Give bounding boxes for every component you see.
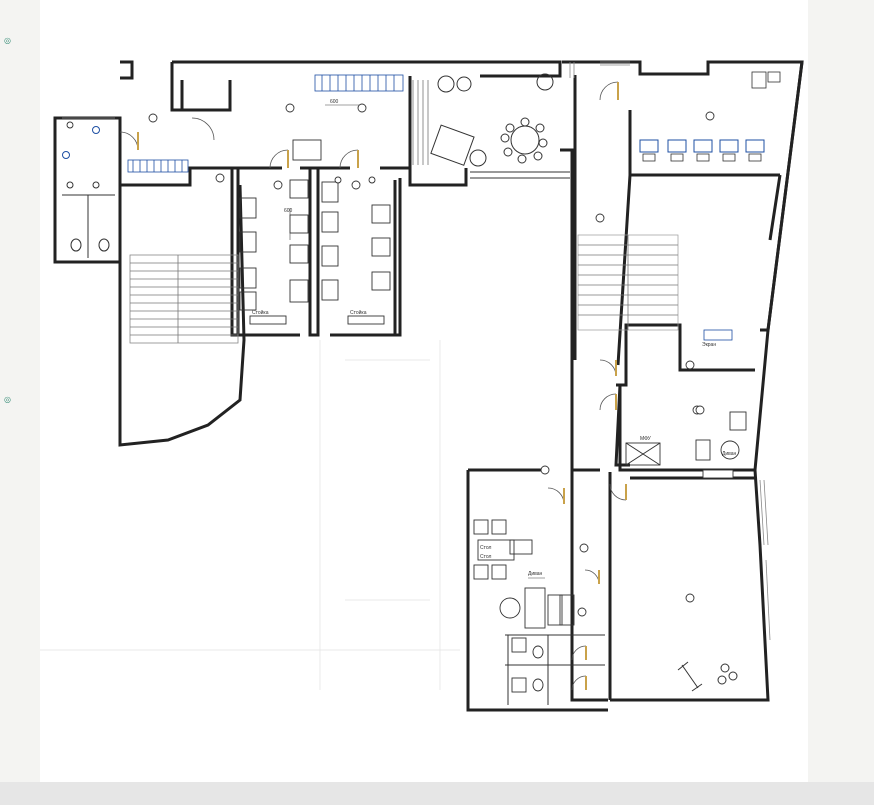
workstations-chairs: [642, 71, 781, 162]
small-stair: [412, 80, 429, 165]
sink-icon: [511, 637, 527, 653]
sink-icon: [92, 126, 100, 134]
bottom-strip: [0, 782, 874, 805]
kitchen-room: [473, 519, 605, 705]
door-swing-icon: [191, 117, 215, 141]
windows: [62, 61, 771, 641]
dimension-lines: [289, 104, 545, 579]
guide-lines: [40, 340, 460, 690]
sink-icon: [62, 151, 70, 159]
edge-mark-icon: ◎: [4, 36, 11, 45]
desk-label: Стол: [480, 554, 492, 560]
light-fixture-icon: [66, 181, 74, 189]
plant-icon: [456, 76, 472, 92]
office-mid-desks: [321, 176, 391, 325]
wc-block-left: [62, 126, 115, 258]
right-staircase: [577, 234, 679, 331]
lounge-room: [625, 405, 747, 479]
paper-sheet: [40, 0, 808, 782]
washing-machine-icon: [499, 597, 521, 619]
ceiling-lights: [66, 103, 715, 617]
meeting-area: [430, 73, 570, 179]
right-wing-walls: [466, 60, 804, 712]
toilet-icon: [70, 238, 82, 252]
workstations-row: [639, 139, 765, 153]
doors: [119, 81, 627, 691]
toilet-icon: [532, 645, 544, 659]
edge-mark-icon: ◎: [4, 395, 11, 404]
desk-chair-icon: [239, 197, 257, 219]
round-table-icon: [510, 125, 540, 155]
main-hall: [677, 594, 738, 692]
copier-label: МФУ: [640, 436, 652, 442]
radiators: [127, 74, 733, 341]
toilet-icon: [532, 678, 544, 692]
plan-labels: Стол Стол Диван МФУ 600 600 Стойка Стойк…: [252, 99, 737, 577]
exterior-walls: [53, 60, 562, 447]
door-leaves: [137, 82, 627, 690]
door-swing-icon: [269, 149, 289, 169]
dimension-label: 600: [330, 99, 339, 105]
plant-icon: [469, 149, 487, 167]
office-left-desks: [239, 139, 322, 325]
sofa-label: Диван: [528, 571, 543, 577]
dimension-label: 600: [284, 208, 293, 214]
reception-sign: Стойка: [252, 309, 269, 316]
plant-icon: [437, 75, 455, 93]
toilet-icon: [98, 238, 110, 252]
reception-sign: Стойка: [350, 309, 367, 316]
desk-label: Стол: [480, 545, 492, 551]
light-fixture-icon: [92, 181, 100, 189]
screen-label: Экран: [702, 342, 716, 348]
sofa-label: Диван: [722, 451, 737, 457]
plant-icon: [536, 73, 554, 91]
left-staircase: [129, 254, 239, 344]
desk-chair-icon: [639, 139, 659, 153]
